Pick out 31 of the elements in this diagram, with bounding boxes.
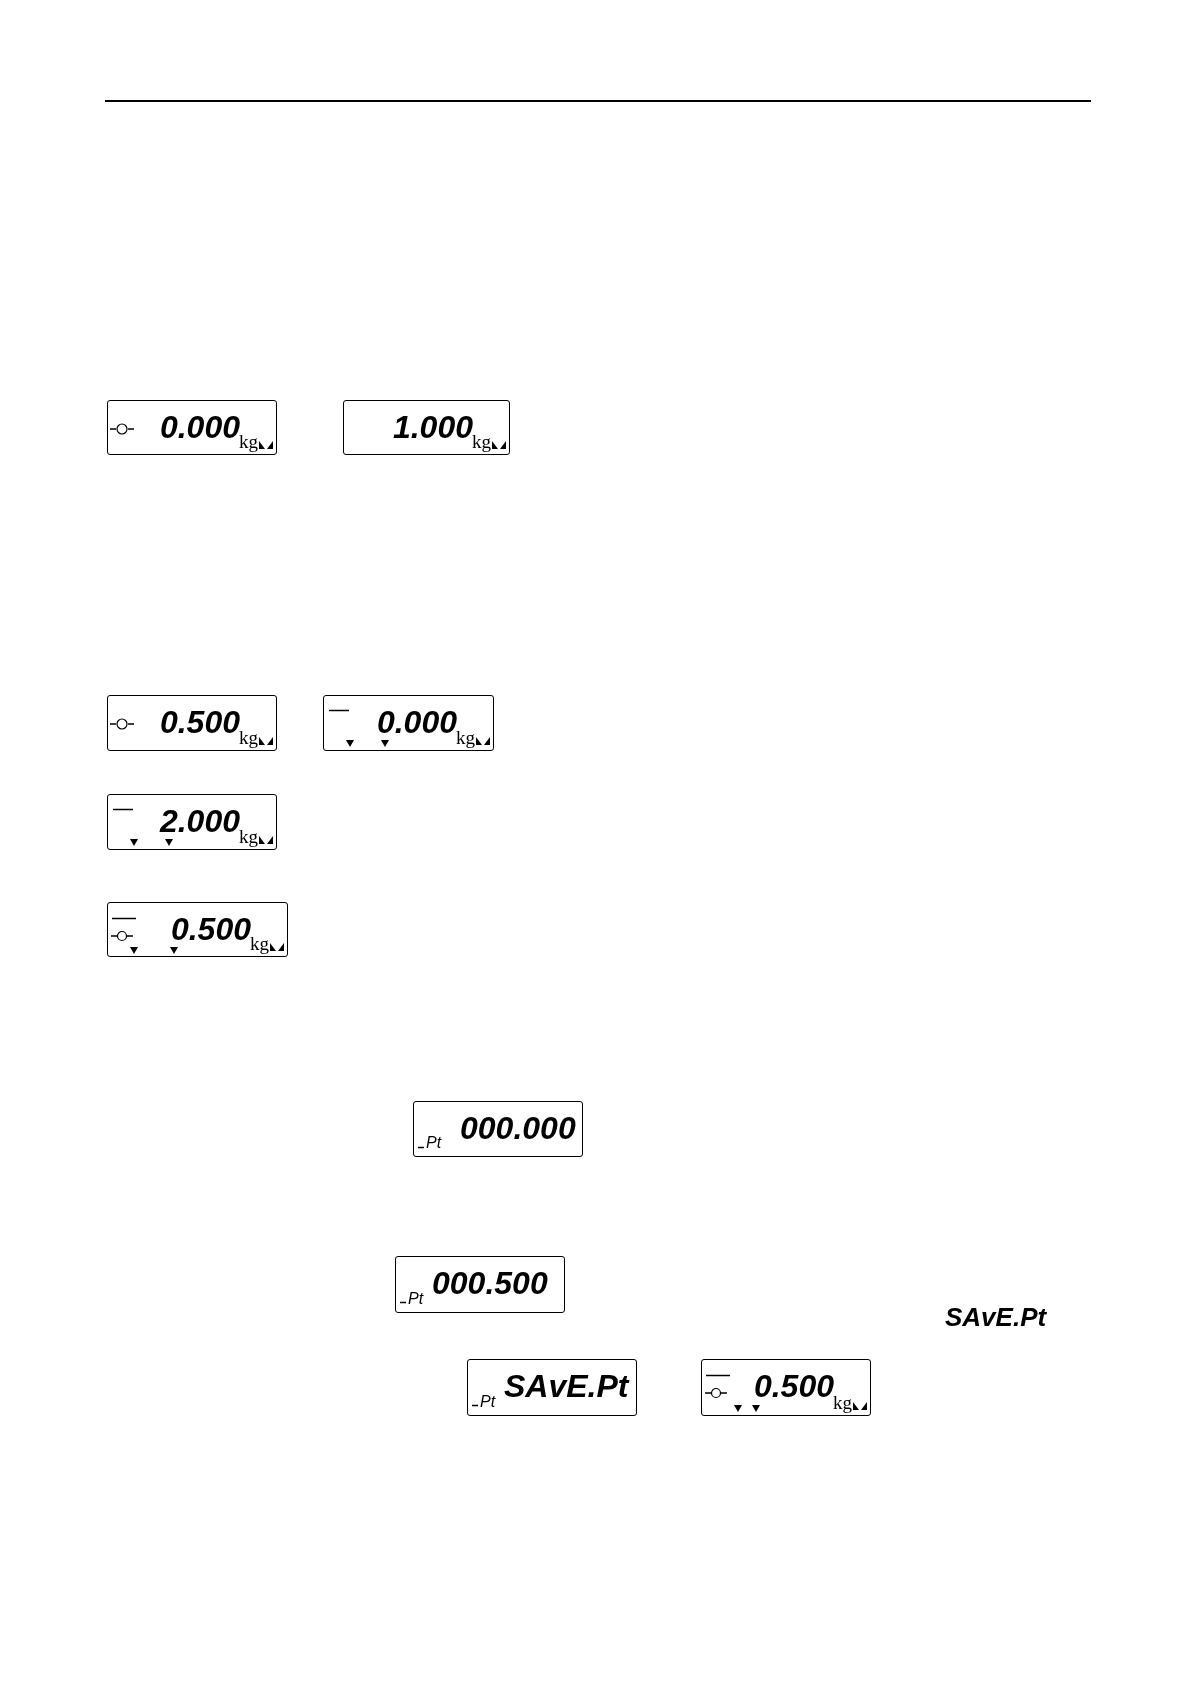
unit-label: kg	[239, 432, 258, 452]
lcd-display	[107, 794, 277, 850]
mode-label: Pt	[408, 1290, 424, 1308]
display-reading: SAvE.Pt	[504, 1368, 629, 1404]
lcd-display	[343, 400, 510, 455]
unit-label: kg	[833, 1393, 852, 1413]
display-reading: 0.000	[376, 704, 457, 740]
unit-label: kg	[456, 728, 475, 748]
lcd-display	[701, 1359, 871, 1416]
display-reading: 0.500	[753, 1368, 834, 1404]
mode-label: Pt	[480, 1393, 496, 1411]
lcd-display	[107, 902, 288, 957]
lcd-display	[323, 695, 494, 751]
display-reading: 1.000	[392, 409, 473, 445]
display-message: SAvE.Pt	[945, 1302, 1047, 1332]
lcd-display	[107, 400, 277, 455]
display-reading: 0.500	[159, 704, 240, 740]
unit-label: kg	[472, 432, 491, 452]
lcd-display	[413, 1101, 583, 1157]
display-reading: 000.000	[460, 1110, 576, 1146]
lcd-display	[107, 695, 277, 751]
lcd-display	[467, 1359, 637, 1416]
display-reading: 000.500	[432, 1265, 548, 1301]
lcd-display	[395, 1256, 565, 1313]
mode-label: Pt	[426, 1134, 442, 1152]
unit-label: kg	[239, 728, 258, 748]
display-reading: 2.000	[159, 803, 240, 839]
unit-label: kg	[250, 934, 269, 954]
unit-label: kg	[239, 827, 258, 847]
display-reading: 0.500	[170, 911, 251, 947]
display-reading: 0.000	[159, 409, 240, 445]
